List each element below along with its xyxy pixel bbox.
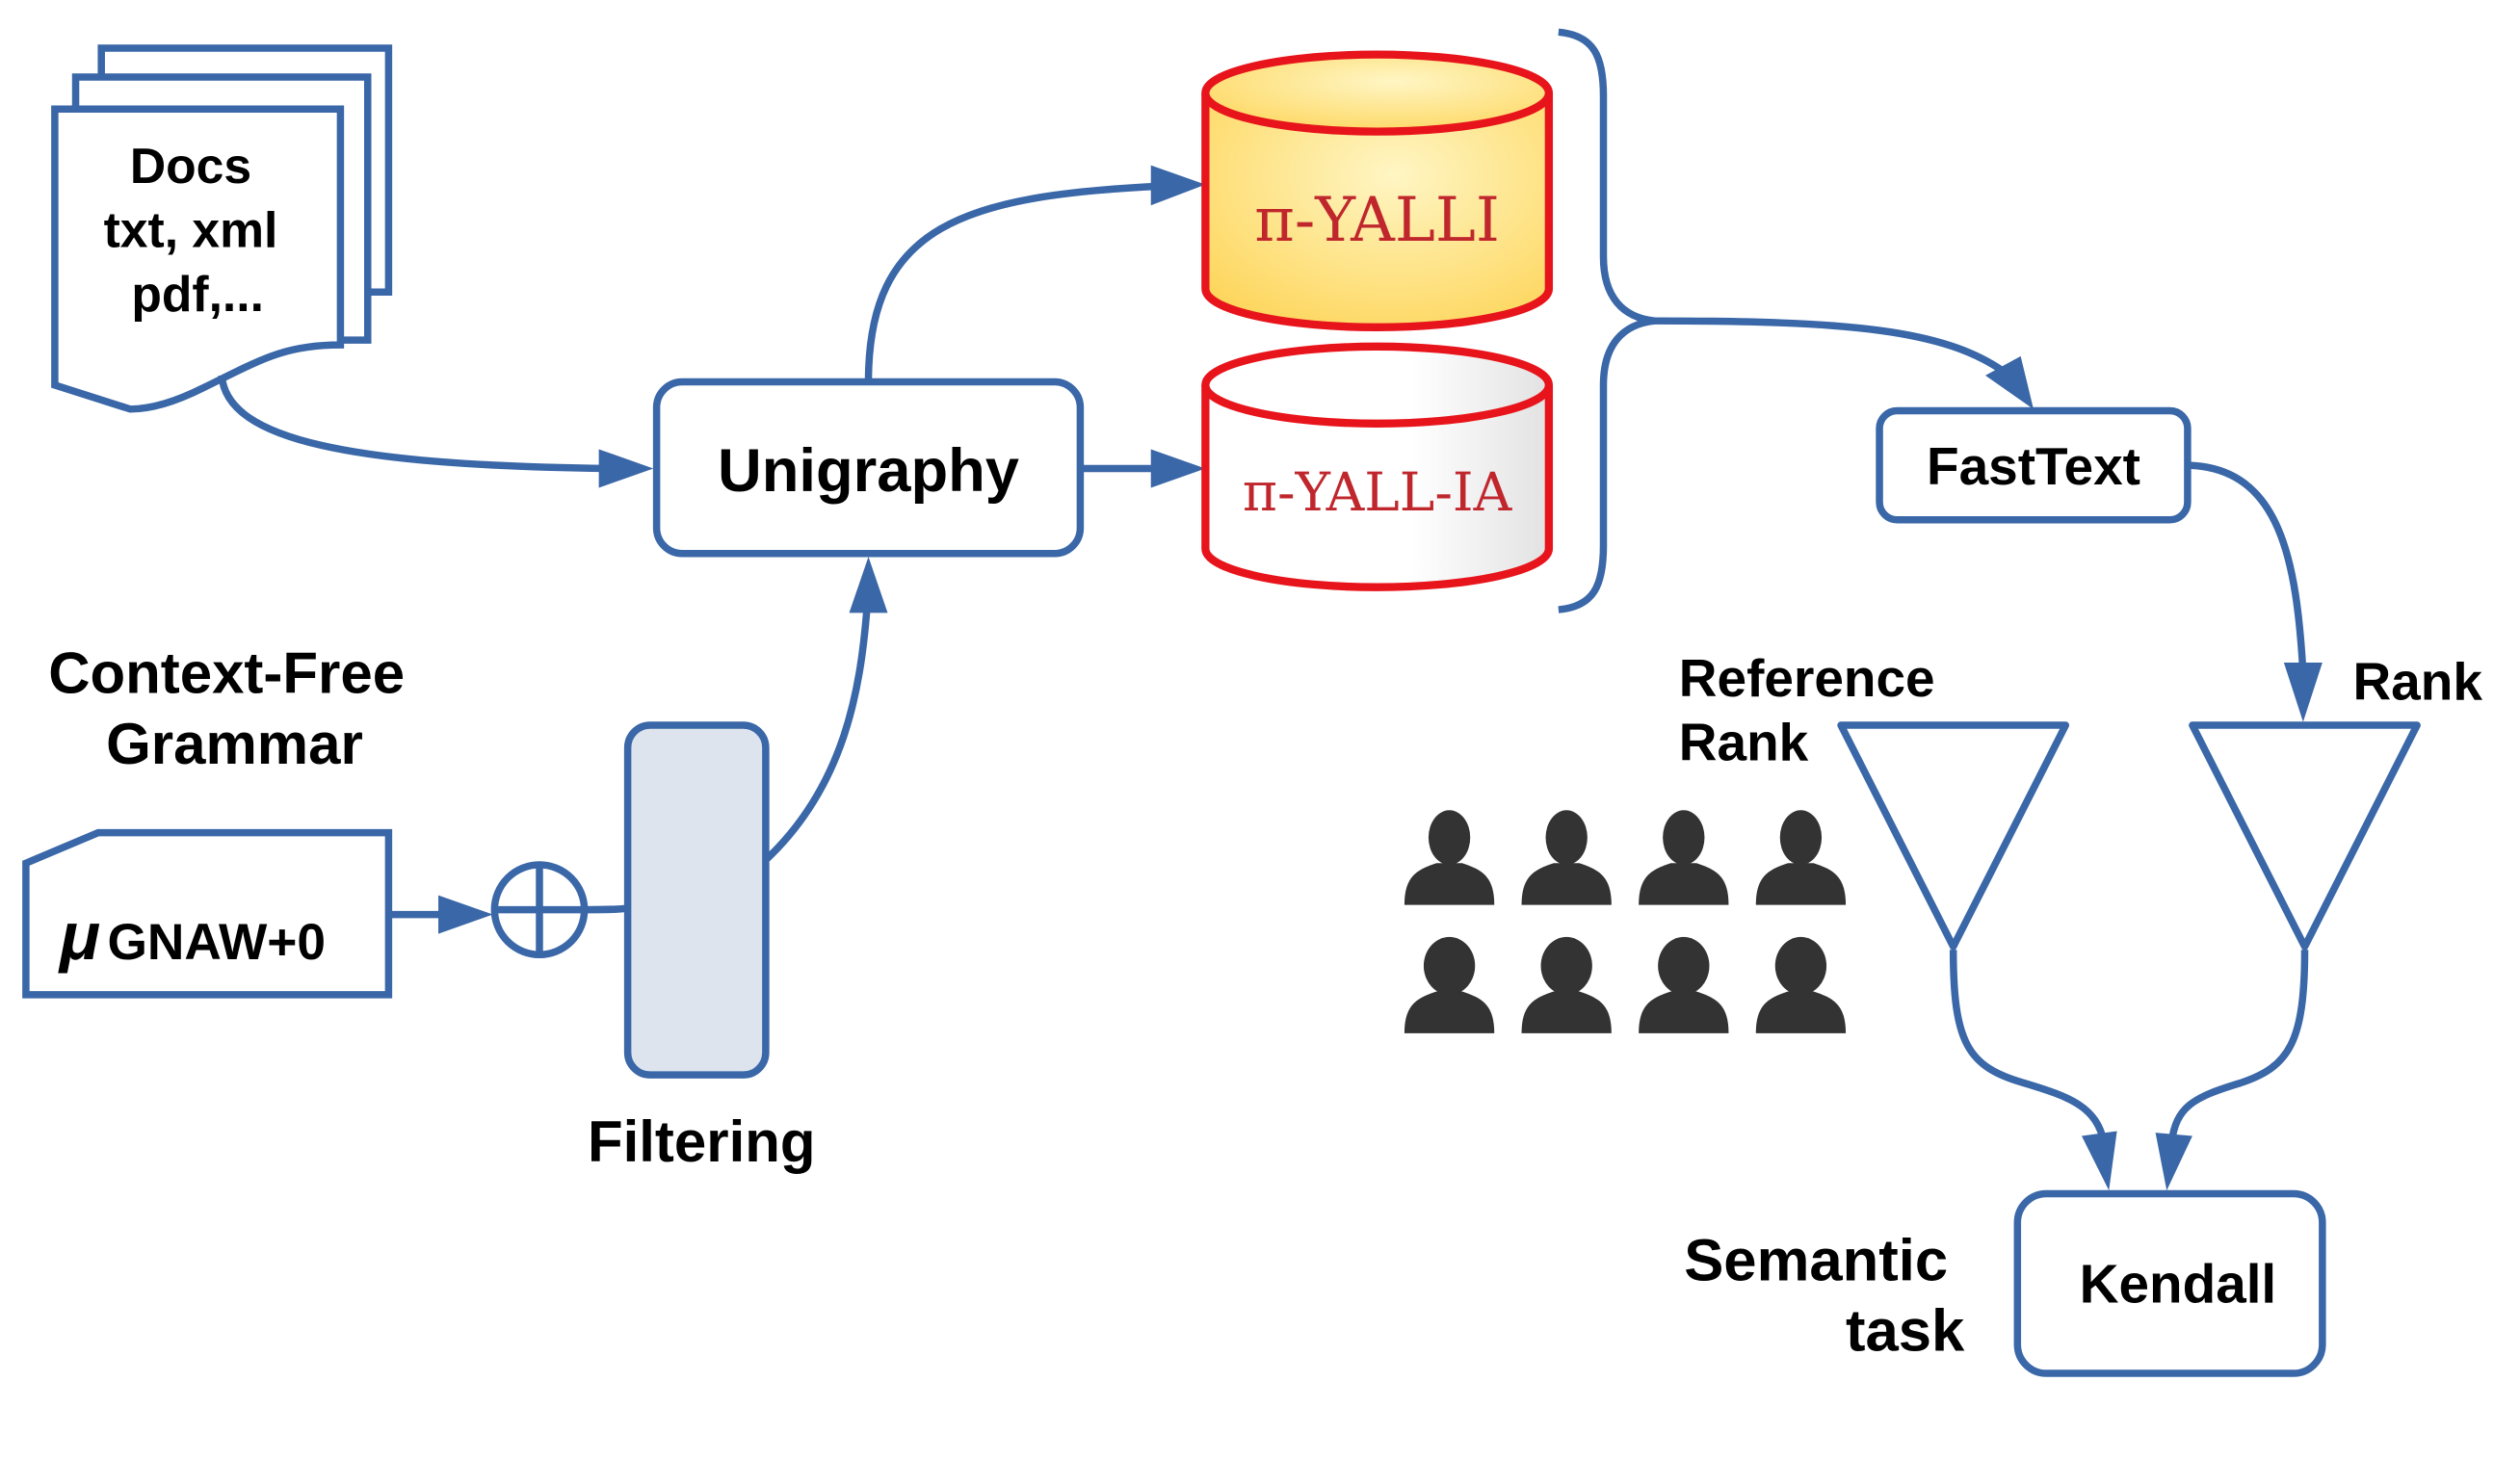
grammar-title: Context-Free Grammar xyxy=(48,641,421,776)
person-head xyxy=(1658,936,1710,995)
gnaw-node[interactable]: μ GNAW+0 xyxy=(22,828,393,999)
yall-ia-cylinder-body xyxy=(1201,384,1554,591)
edge-reference-rank-to-kendall xyxy=(1949,950,2108,1144)
filtering-node[interactable] xyxy=(623,721,770,1079)
rank-label: Rank xyxy=(2353,651,2483,711)
edge-fasttext-to-rank xyxy=(2189,461,2307,674)
person-body xyxy=(1521,991,1612,1033)
yall-ia-database[interactable]: π-YALL-IA xyxy=(1201,342,1554,591)
filtering-label: Filtering xyxy=(588,1109,816,1174)
yalli-label: π-YALLI xyxy=(1254,184,1500,255)
yalli-cylinder-top xyxy=(1201,50,1554,136)
yall-ia-label: π-YALL-IA xyxy=(1243,461,1513,523)
person-head xyxy=(1545,810,1588,865)
combine-operator xyxy=(490,861,589,958)
reference-rank-line-2: Rank xyxy=(1679,713,1809,772)
grammar-title-line-1: Context-Free xyxy=(48,641,405,706)
person-head xyxy=(1779,810,1823,865)
arrowhead-fasttext xyxy=(1985,355,2034,409)
edge-filtering-to-unigraphy xyxy=(763,609,871,863)
fasttext-box[interactable] xyxy=(1876,406,2192,524)
fasttext-label: FastText xyxy=(1927,436,2140,496)
person-body xyxy=(1404,991,1495,1033)
gnaw-text: GNAW+0 xyxy=(107,914,326,971)
edge-combine-to-filtering xyxy=(584,904,629,914)
yalli-cylinder-body xyxy=(1201,92,1554,331)
edge-rank-to-kendall xyxy=(2167,950,2309,1143)
docs-label-line-1: Docs xyxy=(130,138,251,194)
reference-rank-line-1: Reference xyxy=(1679,648,1935,708)
corpora-brace xyxy=(1558,28,1656,613)
kendall-box[interactable] xyxy=(2013,1189,2326,1377)
semantic-task-label: Semantic task xyxy=(1684,1227,1965,1364)
person-body xyxy=(1639,863,1729,905)
semantic-task-line-1: Semantic xyxy=(1684,1227,1948,1293)
unigraphy-node[interactable]: Unigraphy xyxy=(652,378,1085,558)
person-silhouette-icon xyxy=(1521,810,1612,905)
arrowhead-unigraphy-bottom xyxy=(849,557,888,613)
edge-unigraphy-to-yalli xyxy=(864,182,1161,382)
person-silhouette-icon xyxy=(1639,936,1729,1033)
yalli-database[interactable]: π-YALLI xyxy=(1201,50,1554,331)
fasttext-node[interactable]: FastText xyxy=(1876,406,2192,524)
docs-label-line-3: pdf,... xyxy=(131,266,264,322)
edge-docs-to-unigraphy xyxy=(218,375,609,473)
person-body xyxy=(1521,863,1612,905)
reference-rank-label: Reference Rank xyxy=(1679,648,1950,772)
rank-funnel[interactable] xyxy=(2189,721,2421,951)
gnaw-label: μ GNAW+0 xyxy=(58,899,326,974)
grammar-title-line-2: Grammar xyxy=(106,712,363,776)
person-body xyxy=(1639,991,1729,1033)
arrowhead-kendall-left xyxy=(2081,1131,2117,1191)
person-silhouette-icon xyxy=(1404,810,1495,905)
annotators-group xyxy=(1404,810,1847,1033)
svg-text:Docs txt, xml pdf,: Docs txt, xml pdf,... xyxy=(104,138,292,322)
person-silhouette-icon xyxy=(1755,810,1847,905)
person-silhouette-icon xyxy=(1404,936,1495,1033)
filtering-box[interactable] xyxy=(623,721,770,1079)
person-body xyxy=(1755,991,1847,1033)
person-silhouette-icon xyxy=(1755,936,1847,1033)
arrowhead-rank xyxy=(2283,663,2323,722)
person-head xyxy=(1774,936,1827,995)
doc-page-front xyxy=(51,105,345,413)
person-silhouette-icon xyxy=(1521,936,1612,1033)
person-body xyxy=(1755,863,1847,905)
person-head xyxy=(1540,936,1592,995)
arrowhead-combine xyxy=(438,895,493,934)
arrowhead-yalli xyxy=(1150,165,1206,206)
docs-label-line-2: txt, xml xyxy=(104,202,278,258)
person-head xyxy=(1423,936,1476,995)
semantic-task-line-2: task xyxy=(1846,1298,1965,1365)
arrowhead-unigraphy-left xyxy=(598,449,654,488)
yall-ia-cylinder-top xyxy=(1201,342,1554,428)
reference-rank-funnel[interactable] xyxy=(1837,721,2070,951)
kendall-node[interactable]: Kendall xyxy=(2013,1189,2326,1377)
unigraphy-label: Unigraphy xyxy=(718,437,1019,505)
kendall-label: Kendall xyxy=(2080,1255,2277,1316)
arrowhead-kendall-right xyxy=(2155,1133,2192,1191)
person-head xyxy=(1663,810,1705,865)
arrowhead-yall-ia xyxy=(1150,449,1206,488)
person-silhouette-icon xyxy=(1639,810,1729,905)
person-head xyxy=(1428,810,1471,865)
docs-node: Docs txt, xml pdf,... xyxy=(51,44,393,413)
gnaw-mu-symbol: μ xyxy=(58,899,100,974)
person-body xyxy=(1404,863,1495,905)
edge-brace-to-fasttext xyxy=(1651,317,2008,376)
